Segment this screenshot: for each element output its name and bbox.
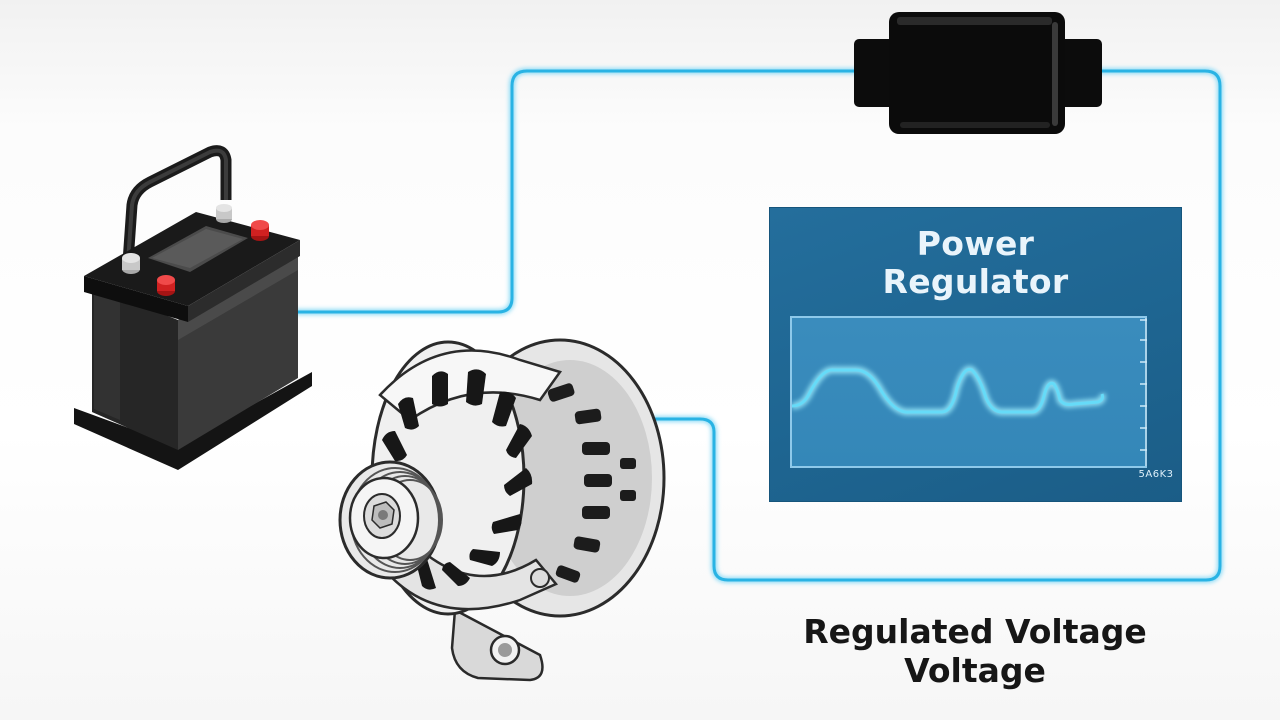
caption-line1: Regulated Voltage [803, 612, 1147, 651]
scope-label: 5A6K3 [1138, 469, 1174, 480]
voltage-waveform [791, 318, 1152, 466]
panel-title-line2: Regulator [882, 262, 1069, 301]
panel-title-line1: Power [916, 224, 1035, 263]
caption-line2: Voltage [904, 651, 1046, 690]
wire-regulator-to-circuit [652, 68, 1223, 583]
wire-battery-to-regulator [282, 68, 858, 315]
power-regulator-panel: Power Regulator 5A6K3 [769, 207, 1182, 502]
voltage-scope [790, 316, 1152, 468]
panel-title: Power Regulator [769, 225, 1182, 301]
caption: Regulated Voltage Voltage [760, 612, 1190, 690]
scope-scale [1140, 318, 1152, 466]
